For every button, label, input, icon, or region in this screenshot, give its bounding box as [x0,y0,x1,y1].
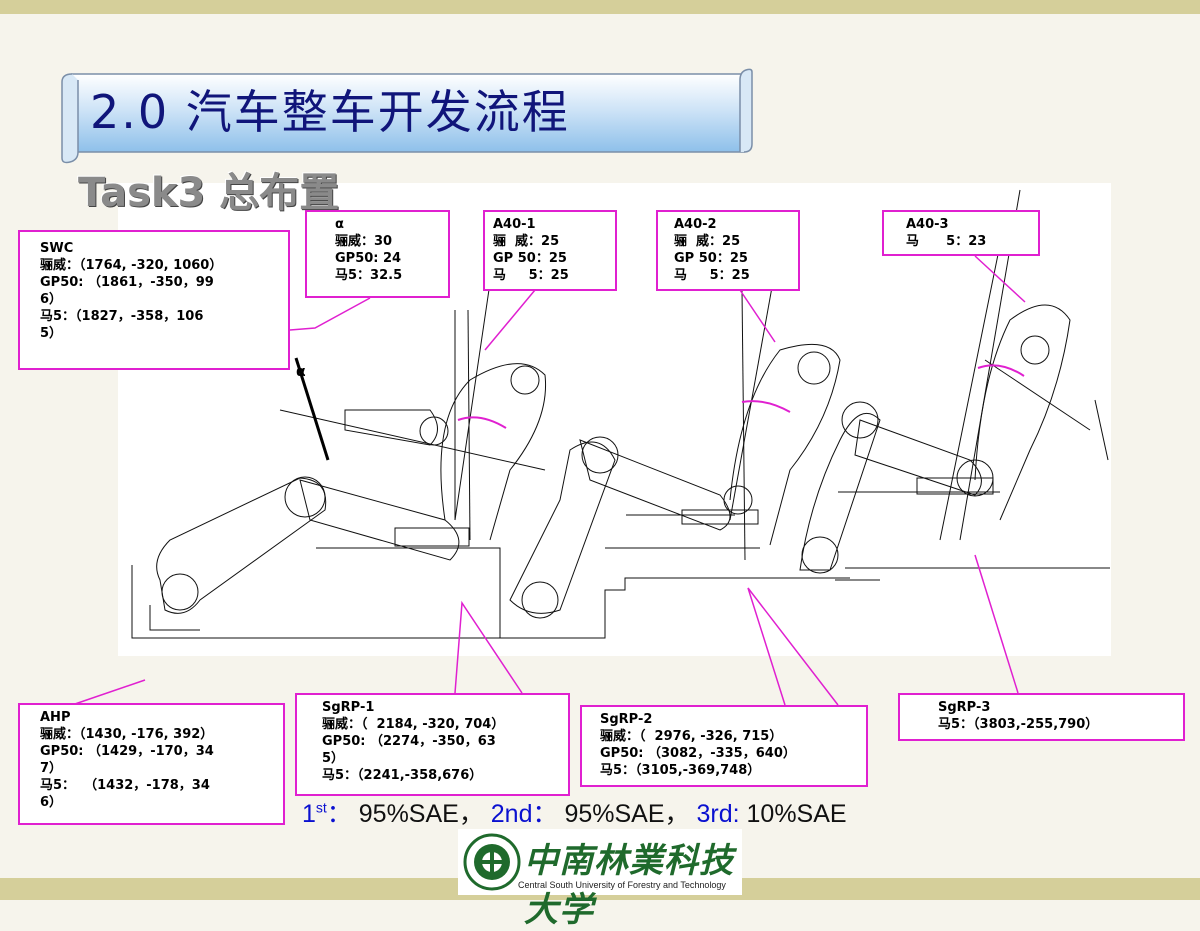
percentile-summary: 1st： 95%SAE， 2nd： 95%SAE， 3rd: 10%SAE [302,794,847,830]
callout-alpha: α 骊威：30 GP50: 24 马5：32.5 [305,210,450,298]
university-name-english: Central South University of Forestry and… [518,880,726,890]
callout-sgrp-2: SgRP-2 骊威：（ 2976, -326, 715） GP50: （3082… [580,705,868,787]
callout-sgrp-1: SgRP-1 骊威：（ 2184, -320, 704） GP50: （2274… [295,693,570,796]
first-row-value: 95%SAE， [358,800,484,828]
callout-ahp: AHP 骊威：（1430, -176, 392） GP50: （1429，-17… [18,703,285,825]
third-row-label: 3rd: [696,800,740,828]
university-logo: 中南林業科技大学 Central South University of For… [458,829,742,930]
page-title: 2.0 汽车整车开发流程 [90,85,570,139]
third-row-value: 10%SAE [746,800,847,828]
callout-a40-3: A40-3 马 5：23 [882,210,1040,256]
first-row-label: 1st： [302,799,352,828]
second-row-label: 2nd： [490,800,558,828]
alpha-angle-label: α [296,364,306,380]
university-seal-icon [463,833,521,891]
top-band [0,0,1200,14]
title-banner [61,68,753,164]
callout-a40-1: A40-1 骊 威：25 GP 50：25 马 5：25 [483,210,617,291]
callout-swc: SWC 骊威：（1764, -320, 1060） GP50: （1861，-3… [18,230,290,370]
second-row-value: 95%SAE， [564,800,690,828]
task-heading: Task3 总布置 [78,170,340,216]
callout-sgrp-3: SgRP-3 马5：（3803,-255,790） [898,693,1185,741]
callout-a40-2: A40-2 骊 威：25 GP 50：25 马 5：25 [656,210,800,291]
